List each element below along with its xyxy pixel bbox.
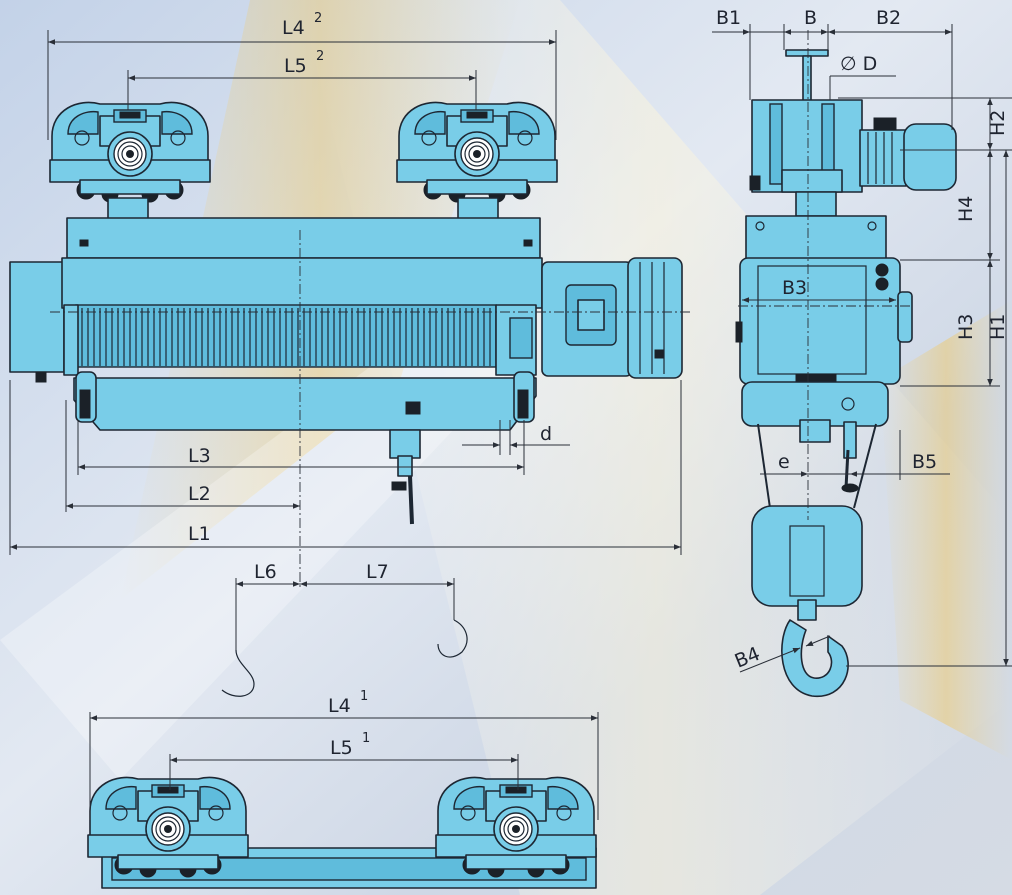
- hook-block: [751, 505, 863, 607]
- top-frame: [66, 217, 541, 259]
- hoist-main-body: [739, 257, 901, 385]
- trolley-bottom-view: L4 1 L5 1: [88, 689, 599, 889]
- hook-symbol-left: [221, 649, 255, 697]
- lower-beam: [73, 377, 537, 431]
- label-L5-top-sup: 2: [316, 49, 324, 64]
- label-B2: B2: [876, 7, 901, 29]
- drum-housing: [61, 257, 543, 309]
- hook: [781, 619, 849, 697]
- label-e: e: [778, 451, 790, 473]
- hoist-end-view: [735, 30, 957, 697]
- label-B1: B1: [716, 7, 741, 29]
- label-L3: L3: [188, 445, 211, 467]
- label-L1: L1: [188, 523, 211, 545]
- upper-housing: [745, 215, 887, 263]
- label-L4-bottom: L4: [328, 695, 351, 717]
- drum-grooves: [81, 308, 491, 366]
- label-H1: H1: [987, 314, 1009, 340]
- label-L5-top: L5: [284, 55, 307, 77]
- label-L6: L6: [254, 561, 277, 583]
- label-L5-bottom-sup: 1: [362, 731, 370, 746]
- label-H4: H4: [955, 196, 977, 222]
- label-B3: B3: [782, 277, 807, 299]
- travel-motor: [859, 129, 907, 187]
- gold-streak-right: [880, 300, 1012, 760]
- label-L4-bottom-sup: 1: [360, 689, 368, 704]
- label-D: ∅ D: [840, 53, 877, 75]
- label-H3: H3: [955, 314, 977, 340]
- label-B5: B5: [912, 451, 937, 473]
- label-d: d: [540, 423, 552, 445]
- hook-symbol-right: [437, 619, 468, 658]
- label-L5-bottom: L5: [330, 737, 353, 759]
- label-H2: H2: [987, 110, 1009, 136]
- label-L4-top: L4: [282, 17, 305, 39]
- label-L2: L2: [188, 483, 211, 505]
- label-B: B: [804, 7, 817, 29]
- label-L7: L7: [366, 561, 389, 583]
- dimensions-main: L4 2 L5 2 d L3 L2 L1 L6 L7: [9, 11, 682, 697]
- gearbox: [9, 261, 65, 373]
- dimensions-end-view: B1 B B2 ∅ D H2 H4 H3 H1 B3 e B5 B4: [712, 7, 1012, 673]
- label-L4-top-sup: 2: [314, 11, 322, 26]
- hook-hanger: [389, 429, 421, 459]
- hoist-side-view: [9, 102, 690, 590]
